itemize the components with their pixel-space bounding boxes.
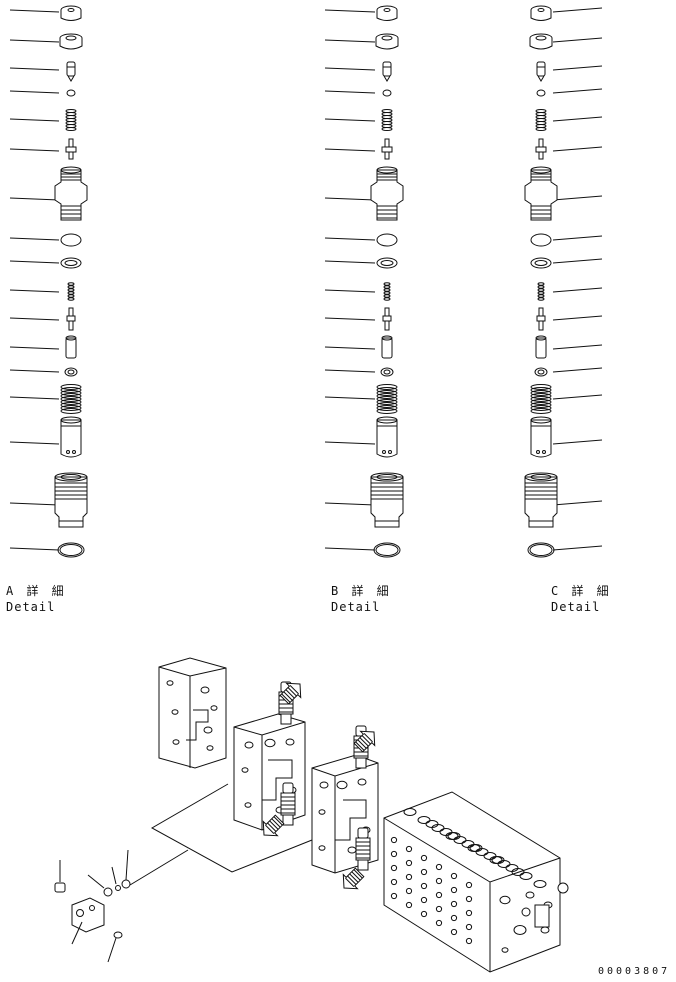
detail-a-parts-small-spring [9,282,75,301]
detail-b-parts-small-spring [324,282,391,301]
detail-b-parts [324,5,404,558]
detail-a-parts-poppet-screw [9,61,76,82]
detail-a-parts-sleeve [9,335,77,359]
detail-a-parts-o-ring-small [9,89,76,97]
detail-a-parts-pilot-poppet [9,138,77,160]
detail-b-parts-relief-valve-body [324,166,404,221]
detail-b-parts-sleeve [324,335,393,359]
detail-a-parts-main-spring [9,384,82,414]
main-valve-body [383,791,561,973]
detail-b-heading: B 詳 細 [331,584,392,598]
detail-b-parts-piston-stem [324,307,392,331]
detail-c-heading: C 詳 細 [551,584,612,598]
detail-c-parts-spring [535,109,603,131]
detail-b-parts-poppet-screw [324,61,392,82]
detail-b-parts-o-ring-small [324,89,392,97]
direction-arrow-4 [342,867,365,890]
detail-c-parts-pilot-poppet [535,138,603,160]
detail-c-parts-o-ring-small [536,88,603,97]
detail-a-parts-washer-ring [9,367,78,377]
detail-c-parts-relief-valve-body [524,166,603,221]
detail-c-parts-backup-ring [530,257,603,269]
detail-b-word: Detail [331,600,381,614]
detail-a-word: Detail [6,600,56,614]
detail-b-parts-valve-seat [324,472,404,528]
detail-a-parts-relief-valve-body [9,166,88,221]
detail-a-parts-valve-seat [9,472,88,528]
detail-b-parts-seal-ring [324,542,401,558]
detail-a-parts-piston-stem [9,307,76,331]
detail-a-heading: A 詳 細 [6,584,67,598]
detail-a-parts-spring [9,109,77,131]
detail-c-parts-valve-seat [524,472,603,528]
detail-a-parts-cap-nut [9,5,82,21]
detail-c-parts-sleeve [535,335,603,359]
direction-arrow-1 [279,682,302,705]
detail-c-parts [524,5,603,558]
detail-a-parts-backup-ring [9,257,82,269]
valve-section-rear [158,657,227,769]
detail-c-word: Detail [551,600,601,614]
detail-b-parts-backup-ring [324,257,398,269]
detail-a-parts-main-poppet [9,416,82,458]
detail-a-parts-seal-ring [9,542,85,558]
detail-a-parts [9,5,88,558]
detail-b-parts-o-ring [324,233,398,247]
detail-b-parts-pilot-poppet [324,138,393,160]
detail-c-parts-seal-ring [527,542,603,558]
relief-valve-2 [280,782,296,826]
detail-b-parts-spring [324,109,393,131]
detail-c-parts-small-spring [537,282,603,301]
document-number: 00003807 [598,966,671,977]
detail-b-parts-cap-nut [324,5,398,21]
detail-b-parts-washer-ring [324,367,394,377]
detail-b-parts-main-spring [324,384,398,414]
detail-c-parts-main-spring [530,384,603,414]
cover-plate-parts [54,849,131,963]
detail-a-parts-o-ring [9,233,82,247]
detail-c-parts-cap-nut [530,5,603,21]
direction-arrow-2 [353,730,376,753]
control-valve-assembly [54,657,569,973]
direction-arrow-3 [262,814,285,837]
detail-b-parts-lock-nut [324,33,399,50]
detail-c-parts-washer-ring [534,367,603,377]
detail-c-parts-piston-stem [536,307,603,331]
relief-valve-4 [355,827,371,871]
detail-c-parts-lock-nut [529,33,603,50]
detail-c-parts-poppet-screw [536,61,603,82]
detail-c-parts-o-ring [530,233,603,247]
detail-b-parts-main-poppet [324,416,398,458]
detail-c-parts-main-poppet [530,416,603,458]
detail-a-parts-lock-nut [9,33,83,50]
